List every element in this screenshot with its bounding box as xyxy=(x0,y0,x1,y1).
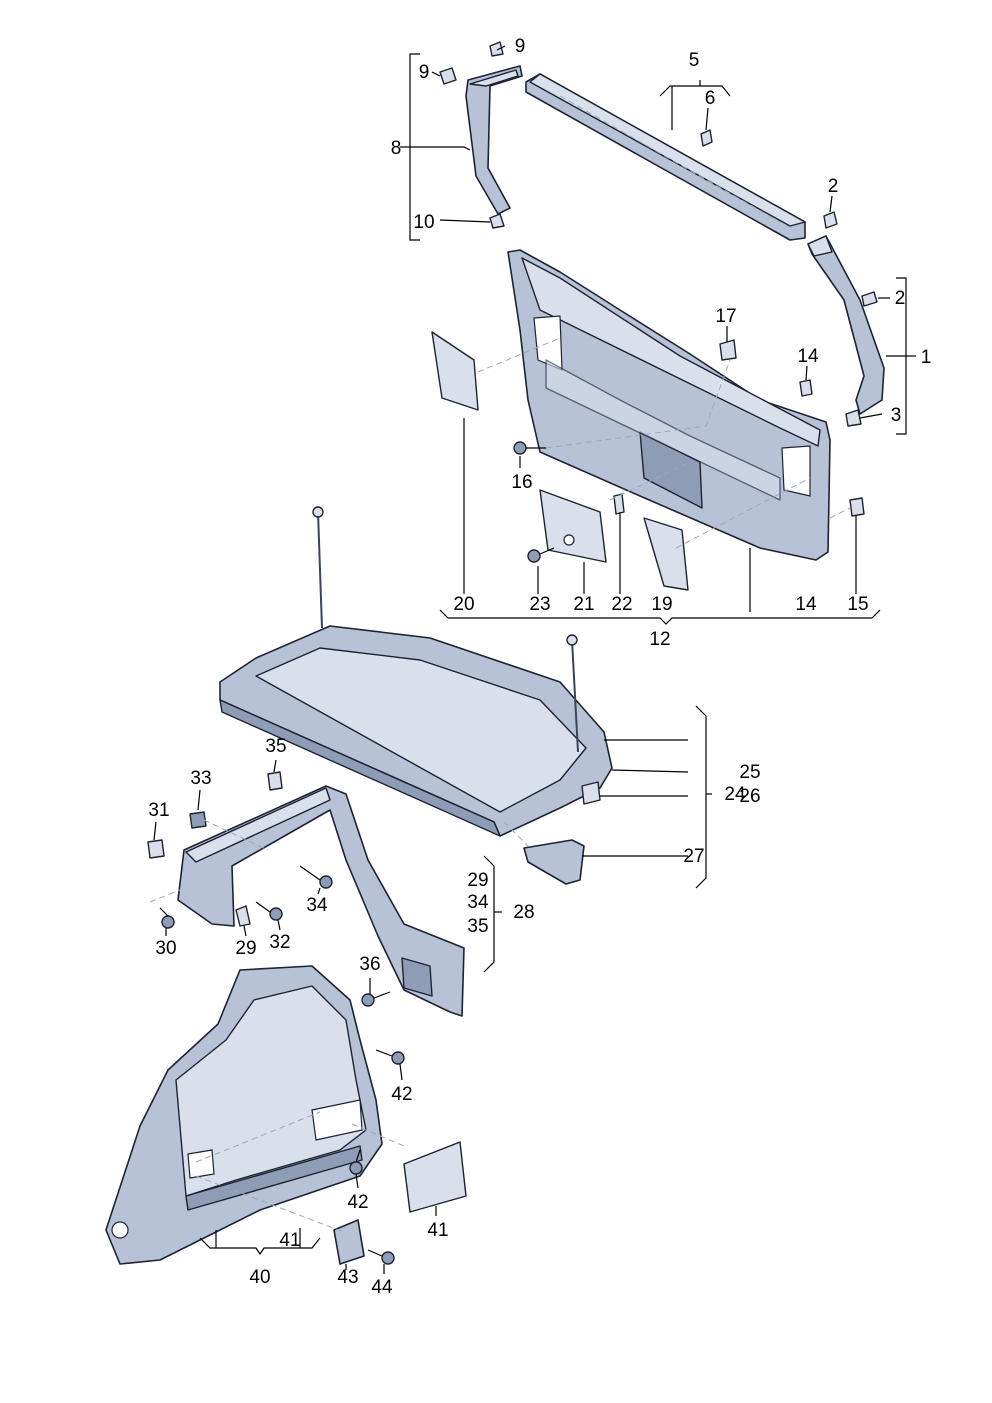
callout-26: 26 xyxy=(739,786,760,807)
clip-9-left xyxy=(439,67,457,85)
clip-33 xyxy=(189,811,207,829)
callout-34-group: 34 xyxy=(467,892,489,913)
callout-24: 24 xyxy=(724,784,746,805)
callout-3: 3 xyxy=(891,405,902,426)
clip-9-top xyxy=(489,41,504,57)
callout-23: 23 xyxy=(529,594,550,615)
callout-14-clip: 14 xyxy=(797,346,819,367)
screw-34 xyxy=(299,865,333,889)
callout-10: 10 xyxy=(413,212,434,233)
callout-17: 17 xyxy=(715,306,736,327)
cover-41 xyxy=(403,1141,467,1213)
callout-21: 21 xyxy=(573,594,594,615)
callout-19: 19 xyxy=(651,594,672,615)
callout-9-top: 9 xyxy=(515,36,526,57)
callout-41-bracket: 41 xyxy=(279,1230,300,1251)
screw-42-upper xyxy=(375,1049,405,1065)
callout-27: 27 xyxy=(683,846,704,867)
callout-14-panel: 14 xyxy=(795,594,817,615)
screw-44 xyxy=(367,1249,395,1265)
callout-43: 43 xyxy=(337,1267,358,1288)
bracket-26 xyxy=(581,781,601,805)
side-cover-20 xyxy=(431,331,479,411)
callout-35-top: 35 xyxy=(265,736,286,757)
callout-44: 44 xyxy=(371,1277,393,1298)
holder-27 xyxy=(523,839,585,885)
shelf-cord-left xyxy=(317,511,323,629)
callout-labels: 9 9 8 10 5 6 2 2 1 3 17 14 16 20 23 21 2… xyxy=(148,36,931,1298)
clip-17 xyxy=(719,339,737,361)
screw-30 xyxy=(159,907,175,929)
callout-25: 25 xyxy=(739,762,760,783)
screw-32 xyxy=(255,901,283,921)
callout-34: 34 xyxy=(306,895,328,916)
clip-29 xyxy=(235,905,251,927)
callout-6: 6 xyxy=(705,88,716,109)
clip-10 xyxy=(489,213,505,229)
handle-cover-21 xyxy=(539,489,607,563)
handle-cover-hole xyxy=(563,534,575,546)
screw-23 xyxy=(527,547,555,563)
callout-35-group: 35 xyxy=(467,916,488,937)
clip-35 xyxy=(267,771,283,791)
roof-trim-strip xyxy=(525,73,806,241)
callout-1: 1 xyxy=(921,347,932,368)
clip-31 xyxy=(147,839,165,859)
shelf-cord-right xyxy=(571,639,579,753)
callout-42-lower: 42 xyxy=(347,1192,368,1213)
right-pillar-trim xyxy=(807,235,885,415)
clip-14 xyxy=(799,379,813,397)
callout-40: 40 xyxy=(249,1267,270,1288)
clip-15 xyxy=(849,497,865,517)
luggage-side-panel xyxy=(105,965,383,1265)
callout-16: 16 xyxy=(511,472,532,493)
clip-2-side xyxy=(861,291,878,307)
callout-22: 22 xyxy=(611,594,632,615)
callout-8: 8 xyxy=(391,138,402,159)
callout-30: 30 xyxy=(155,938,176,959)
callout-32: 32 xyxy=(269,932,290,953)
screw-16 xyxy=(513,441,546,455)
callout-9-left: 9 xyxy=(419,62,430,83)
callout-15: 15 xyxy=(847,594,868,615)
callout-31: 31 xyxy=(148,800,169,821)
cap-43 xyxy=(333,1219,365,1265)
callout-5: 5 xyxy=(689,50,700,71)
callout-2-top: 2 xyxy=(828,176,839,197)
callout-20: 20 xyxy=(453,594,474,615)
callout-42-upper: 42 xyxy=(391,1084,412,1105)
callout-36: 36 xyxy=(359,954,380,975)
clip-6 xyxy=(700,129,713,147)
callout-29-group: 29 xyxy=(467,870,488,891)
callout-2-side: 2 xyxy=(895,288,906,309)
left-pillar-trim xyxy=(465,65,523,215)
tailgate-trim-panel xyxy=(507,249,831,561)
callout-41-cover: 41 xyxy=(427,1220,448,1241)
luggage-cover-shelf xyxy=(219,625,613,837)
clip-2-top xyxy=(823,211,838,229)
callout-29: 29 xyxy=(235,938,256,959)
callout-33: 33 xyxy=(190,768,211,789)
callout-12: 12 xyxy=(649,629,670,650)
clip-3 xyxy=(845,409,862,427)
side-cover-19 xyxy=(643,517,689,591)
screw-36 xyxy=(361,991,391,1007)
side-trim-upper xyxy=(177,785,465,1017)
leader-lines xyxy=(153,45,916,1274)
callout-28: 28 xyxy=(513,902,534,923)
clip-22 xyxy=(613,493,625,515)
